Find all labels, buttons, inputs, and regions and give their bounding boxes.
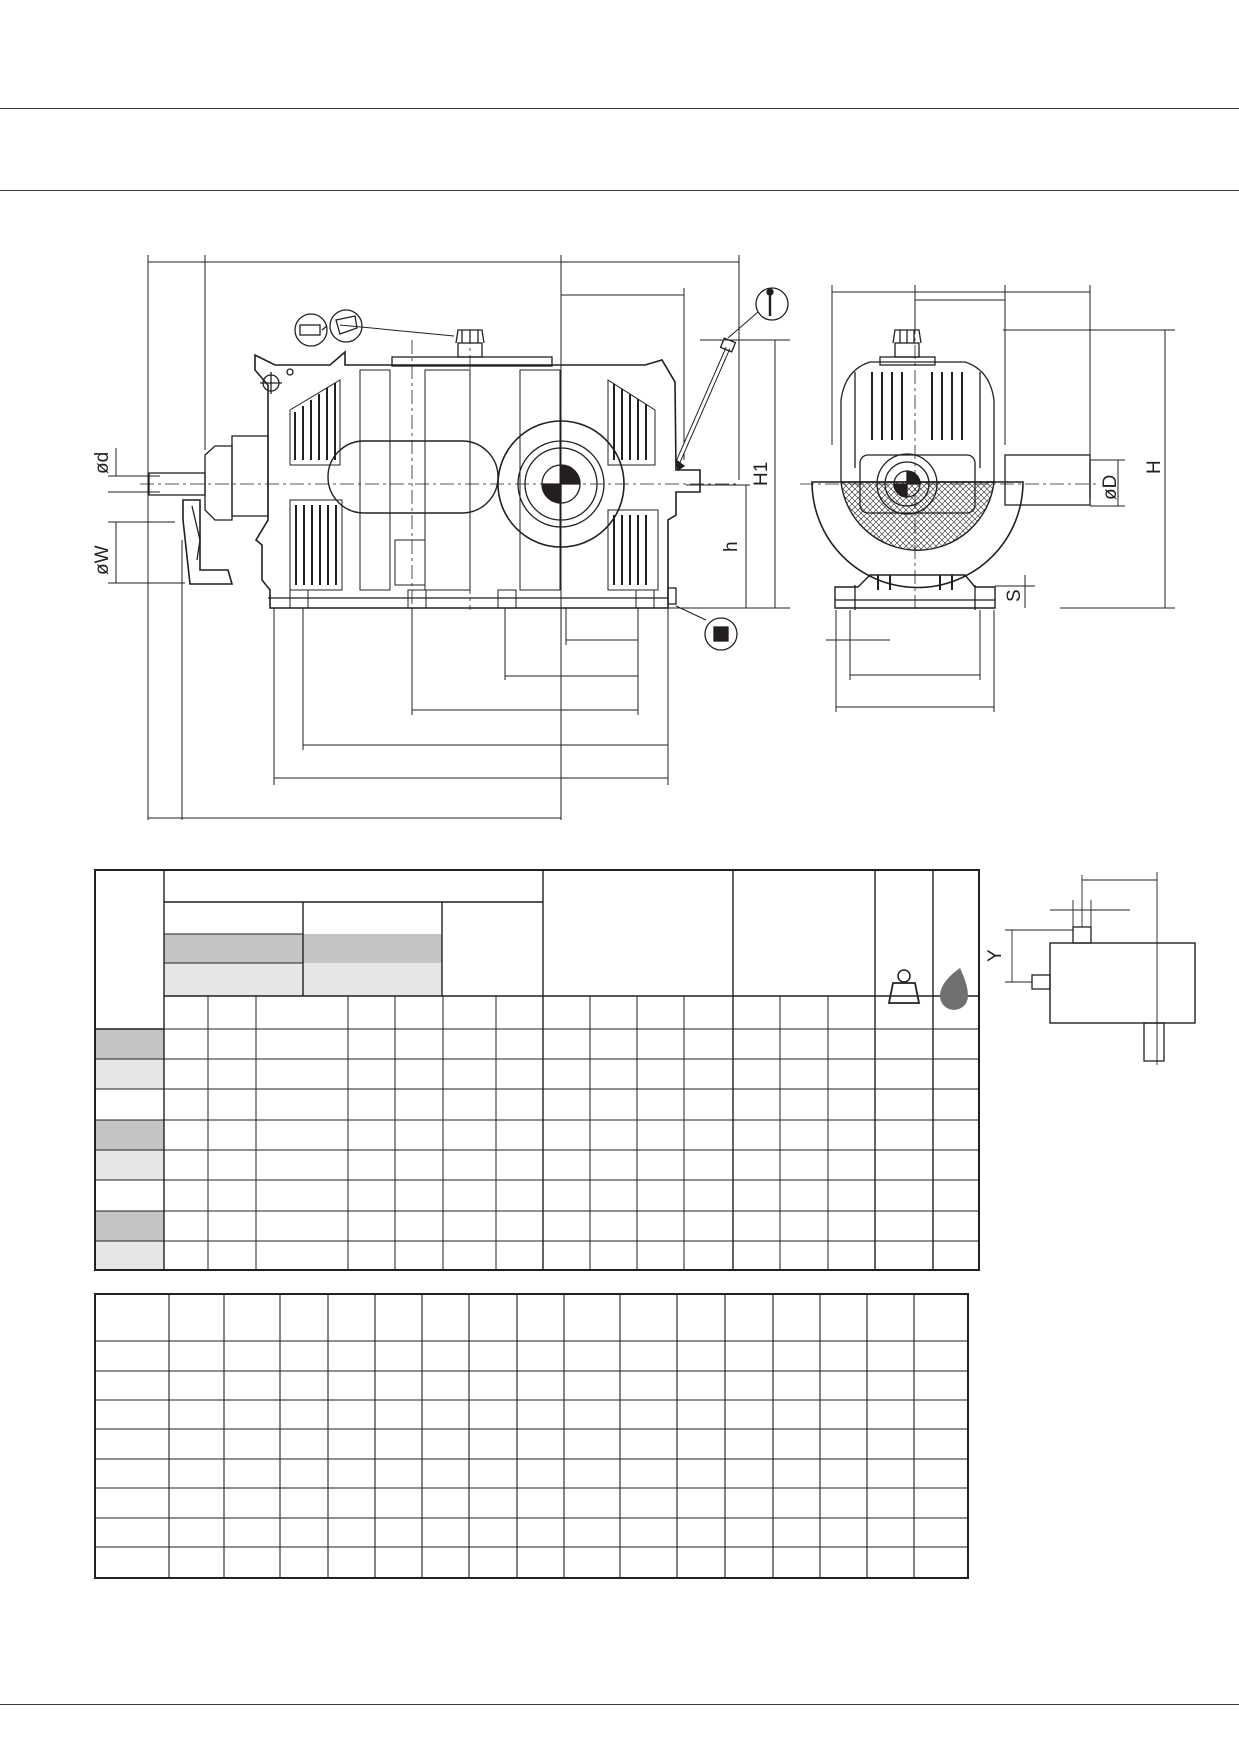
dim-label-d: ød — [92, 452, 113, 474]
dim-label-D: øD — [1100, 475, 1121, 500]
side-view-dimensions — [826, 285, 1175, 712]
diagram-output-shaft — [1143, 1022, 1165, 1062]
front-view-dimensions — [108, 255, 790, 820]
header-rule — [0, 190, 1239, 191]
dipstick — [675, 337, 737, 472]
drain-plug-icon — [704, 617, 738, 651]
dim-label-w: øW — [92, 545, 113, 575]
side-view-centerlines — [800, 320, 1098, 610]
tilt-icon — [329, 309, 363, 343]
diagram-housing — [1049, 942, 1196, 1024]
technical-drawing — [108, 255, 1175, 820]
dim-label-y: Y — [985, 949, 1006, 962]
dimension-labels: ød øW h H1 øD H S — [92, 452, 1165, 602]
oil-fill-icon — [294, 313, 328, 347]
top-rule — [0, 108, 1239, 109]
footer-rule — [0, 1704, 1239, 1705]
front-view-centerlines — [140, 330, 740, 610]
dim-label-h1: H1 — [751, 462, 772, 486]
side-view-housing — [811, 329, 1091, 610]
diagram-input-shaft-top — [1072, 926, 1092, 944]
dim-label-S: S — [1004, 589, 1025, 602]
dim-label-H: H — [1144, 460, 1165, 474]
dipstick-icon — [755, 287, 789, 321]
icon-leaders — [339, 311, 759, 621]
diagram-input-shaft-left — [1031, 974, 1051, 990]
diagram-dimensions — [1005, 872, 1158, 1065]
dim-label-h: h — [721, 541, 742, 552]
